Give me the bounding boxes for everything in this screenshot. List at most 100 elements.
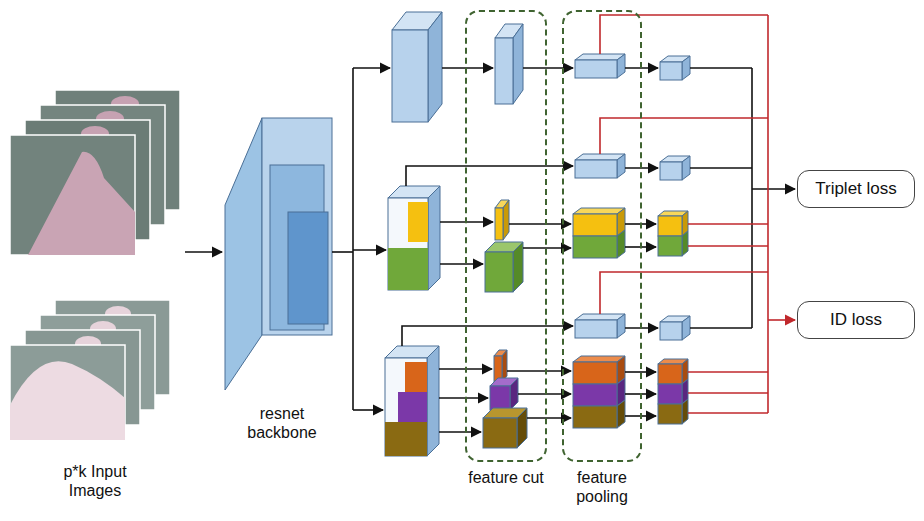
block-face	[392, 30, 428, 122]
block-top	[573, 356, 625, 362]
arrow	[353, 409, 383, 411]
global-branch	[392, 12, 690, 122]
dashed-region: feature pooling	[562, 10, 642, 462]
image-stack	[10, 90, 180, 255]
caption-label: resnet backbone	[242, 404, 322, 442]
arrow	[752, 188, 795, 190]
connector-line	[690, 167, 752, 169]
arrow	[353, 249, 386, 251]
loss-box: ID loss	[797, 301, 915, 339]
three-part-branch	[385, 314, 690, 456]
connector-line	[688, 392, 768, 394]
block-face	[660, 62, 682, 80]
block-face	[262, 118, 332, 335]
block-side	[428, 186, 440, 290]
block-face	[658, 216, 682, 236]
block-side	[617, 230, 625, 258]
block-face	[388, 198, 428, 290]
block-face	[658, 404, 682, 424]
connector-line	[688, 412, 768, 414]
arrow	[527, 417, 571, 419]
part-stripe	[388, 248, 428, 290]
block-side	[225, 118, 262, 390]
caption-label: feature pooling	[557, 468, 647, 506]
arrow	[768, 319, 795, 321]
block-side	[513, 242, 523, 292]
connector-line	[688, 223, 768, 225]
arrow	[523, 67, 573, 69]
connector-line	[688, 245, 768, 247]
block-face	[658, 384, 682, 404]
block-face	[658, 236, 682, 256]
box-label: Triplet loss	[815, 179, 897, 199]
block-face	[385, 358, 427, 456]
block-side	[682, 316, 690, 340]
arrow	[439, 431, 481, 433]
block-side	[682, 56, 690, 80]
block-face	[495, 38, 513, 104]
dolphin-fin	[28, 152, 135, 255]
block-face	[660, 322, 682, 340]
arrow	[406, 166, 573, 186]
block-side	[682, 231, 688, 256]
connector-line	[767, 15, 769, 413]
block-side	[510, 378, 518, 410]
block-side	[428, 12, 442, 122]
block-side	[617, 54, 625, 78]
block-face	[573, 236, 617, 258]
connector-line	[352, 68, 354, 410]
arrow	[353, 67, 390, 69]
connector-line	[690, 327, 752, 329]
image-stack	[10, 300, 170, 440]
block-side	[517, 408, 527, 448]
connector-line	[600, 272, 768, 314]
connector-line	[600, 15, 768, 54]
block-side	[502, 350, 507, 382]
block-side	[513, 24, 523, 104]
block-face	[573, 406, 617, 428]
block-face	[573, 214, 617, 236]
image-frame	[10, 135, 135, 255]
connector-line	[690, 67, 752, 69]
block-face	[573, 384, 617, 406]
block-side	[682, 156, 690, 180]
caption-label: feature cut	[468, 468, 544, 487]
id-lines	[600, 15, 795, 413]
block-face	[575, 160, 617, 178]
part-stripe	[405, 362, 427, 392]
backbone-group: resnet backbone	[222, 112, 342, 442]
block-face	[660, 162, 682, 180]
arrow	[439, 397, 488, 399]
arrow	[442, 67, 493, 69]
block-face	[658, 364, 682, 384]
image-frame	[10, 345, 125, 440]
backbone-block	[225, 118, 332, 390]
block-face	[575, 60, 617, 78]
connector-line	[600, 118, 768, 154]
connector-line	[751, 68, 753, 328]
image-group: p*k Input Images	[5, 78, 185, 500]
caption-label: p*k Input Images	[50, 462, 140, 500]
connector-line	[332, 251, 353, 253]
block-side	[427, 346, 439, 456]
block-side	[617, 400, 625, 428]
block-face	[573, 362, 617, 384]
branch-lines	[332, 68, 390, 410]
loss-box: Triplet loss	[797, 170, 915, 208]
arrow	[402, 326, 573, 346]
block-side	[617, 314, 625, 338]
part-stripe	[408, 202, 428, 242]
dolphin-head	[10, 361, 125, 440]
part-stripe	[398, 392, 427, 422]
dashed-region: feature cut	[465, 10, 547, 462]
block-face	[483, 418, 517, 448]
feature-lines	[402, 68, 795, 432]
block-face	[490, 386, 510, 410]
box-label: ID loss	[830, 310, 882, 330]
block-side	[682, 399, 688, 424]
block-side	[503, 200, 509, 240]
part-stripe	[385, 422, 427, 456]
connector-line	[688, 371, 768, 373]
